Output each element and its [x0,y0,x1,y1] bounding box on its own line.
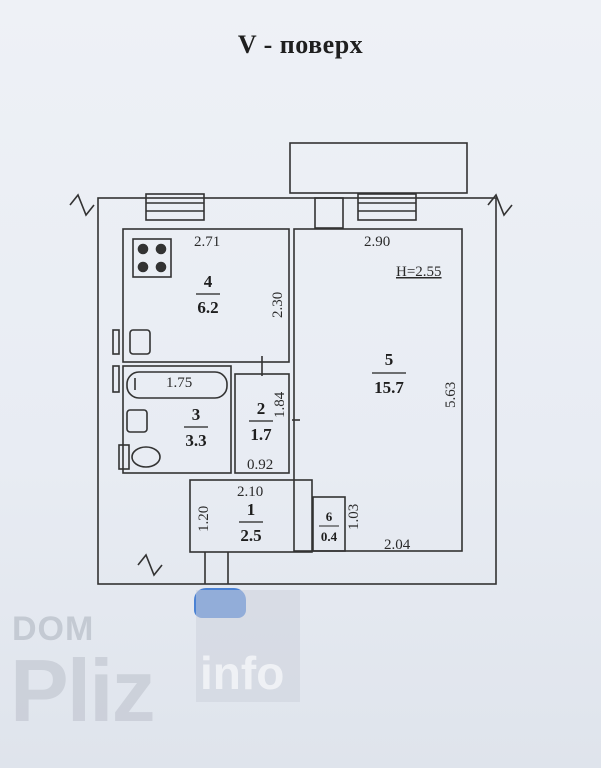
dim-room-width: 2.90 [364,234,390,250]
room-3-outline [122,365,232,474]
room-1-outline [189,479,313,553]
bath-sink-icon [126,409,148,433]
room-4-number: 4 [204,272,213,291]
dim-hall-width: 2.10 [237,484,263,500]
room-6-area: 0.4 [321,529,338,544]
room-5-area: 15.7 [374,378,404,397]
watermark-info: info [200,647,285,699]
watermark-brand: Pliz [10,641,156,740]
balcony-door [314,197,344,229]
toilet-icon [118,444,130,470]
dim-bath-width: 1.75 [166,375,192,391]
dim-wc-depth: 1.84 [272,391,288,418]
dim-kitchen-depth: 2.30 [270,292,286,318]
room-5-outline [293,228,463,552]
kitchen-sink-icon [129,329,151,355]
room-window [357,193,417,221]
height-label: H=2.55 [396,264,442,280]
room-6-outline [312,496,346,552]
room-2-area: 1.7 [250,425,272,444]
room-3-area: 3.3 [185,431,206,450]
dim-room-depth: 5.63 [443,382,459,408]
room-1-area: 2.5 [240,526,261,545]
dim-wc-width: 0.92 [247,457,273,473]
room-5-number: 5 [385,350,394,369]
stove-icon [132,238,172,278]
room-2-number: 2 [257,399,266,418]
dim-hall-depth: 1.20 [196,506,212,532]
watermark-dom: DOM [12,610,95,648]
watermark-box [196,590,300,702]
room-1-number: 1 [247,500,256,519]
outer-wall [97,197,497,585]
dim-closet-depth: 1.03 [346,504,362,530]
bathtub-icon [126,371,228,399]
kitchen-window [145,193,205,221]
dim-room-bottom: 2.04 [384,537,411,553]
room-6-number: 6 [326,509,333,524]
room-4-area: 6.2 [197,298,218,317]
room-3-number: 3 [192,405,201,424]
balcony [289,142,468,194]
floor-title: V - поверх [237,30,364,59]
dim-kitchen-width: 2.71 [194,234,220,250]
room-4-outline [122,228,290,363]
